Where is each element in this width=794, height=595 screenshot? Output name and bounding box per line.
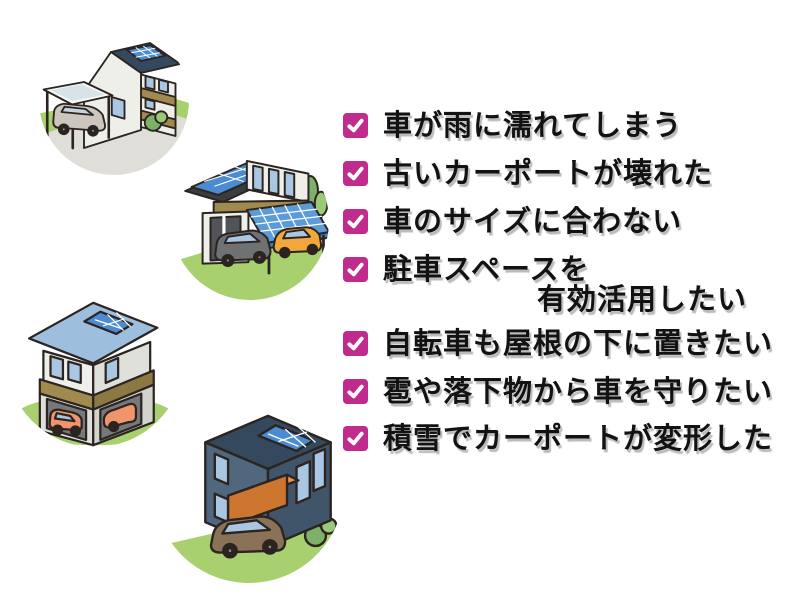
checklist-item: 車のサイズに合わない — [343, 207, 682, 237]
checkbox-icon — [343, 426, 368, 451]
illustration-house-carport-minivan — [39, 25, 189, 175]
navy-house-illustration — [154, 414, 344, 583]
illustration-solar-carport-two-cars — [171, 142, 329, 300]
solar-carport-illustration — [171, 159, 329, 300]
checklist-item: 駐車スペースを有効活用したい — [343, 255, 747, 315]
checkbox-icon — [343, 161, 368, 186]
checklist-item: 古いカーポートが壊れた — [343, 159, 713, 189]
checklist-item-text: 積雪でカーポートが変形した — [383, 423, 774, 455]
checkbox-icon — [343, 209, 368, 234]
checkbox-icon — [343, 257, 368, 282]
checkbox-icon — [343, 113, 368, 138]
checklist-item: 自転車も屋根の下に置きたい — [343, 329, 773, 359]
checklist-item-text: 自転車も屋根の下に置きたい — [383, 328, 774, 360]
illustration-built-in-garage — [6, 269, 184, 447]
checklist-item: 車が雨に濡れてしまう — [343, 111, 682, 141]
house-carport-illustration — [39, 42, 189, 175]
checkbox-icon — [343, 331, 368, 356]
checklist-item: 積雪でカーポートが変形した — [343, 424, 773, 454]
checklist-item-text: 駐車スペースを有効活用したい — [383, 254, 748, 316]
checklist-item: 雹や落下物から車を守りたい — [343, 377, 773, 407]
checklist-item-text: 車のサイズに合わない — [383, 206, 683, 238]
checklist-item-text: 雹や落下物から車を守りたい — [383, 376, 774, 408]
checkbox-icon — [343, 379, 368, 404]
checklist-item-text: 古いカーポートが壊れた — [383, 158, 714, 190]
illustration-navy-house-sedan — [154, 393, 344, 583]
checklist-item-text: 車が雨に濡れてしまう — [383, 110, 683, 142]
built-in-garage-illustration — [11, 301, 179, 447]
